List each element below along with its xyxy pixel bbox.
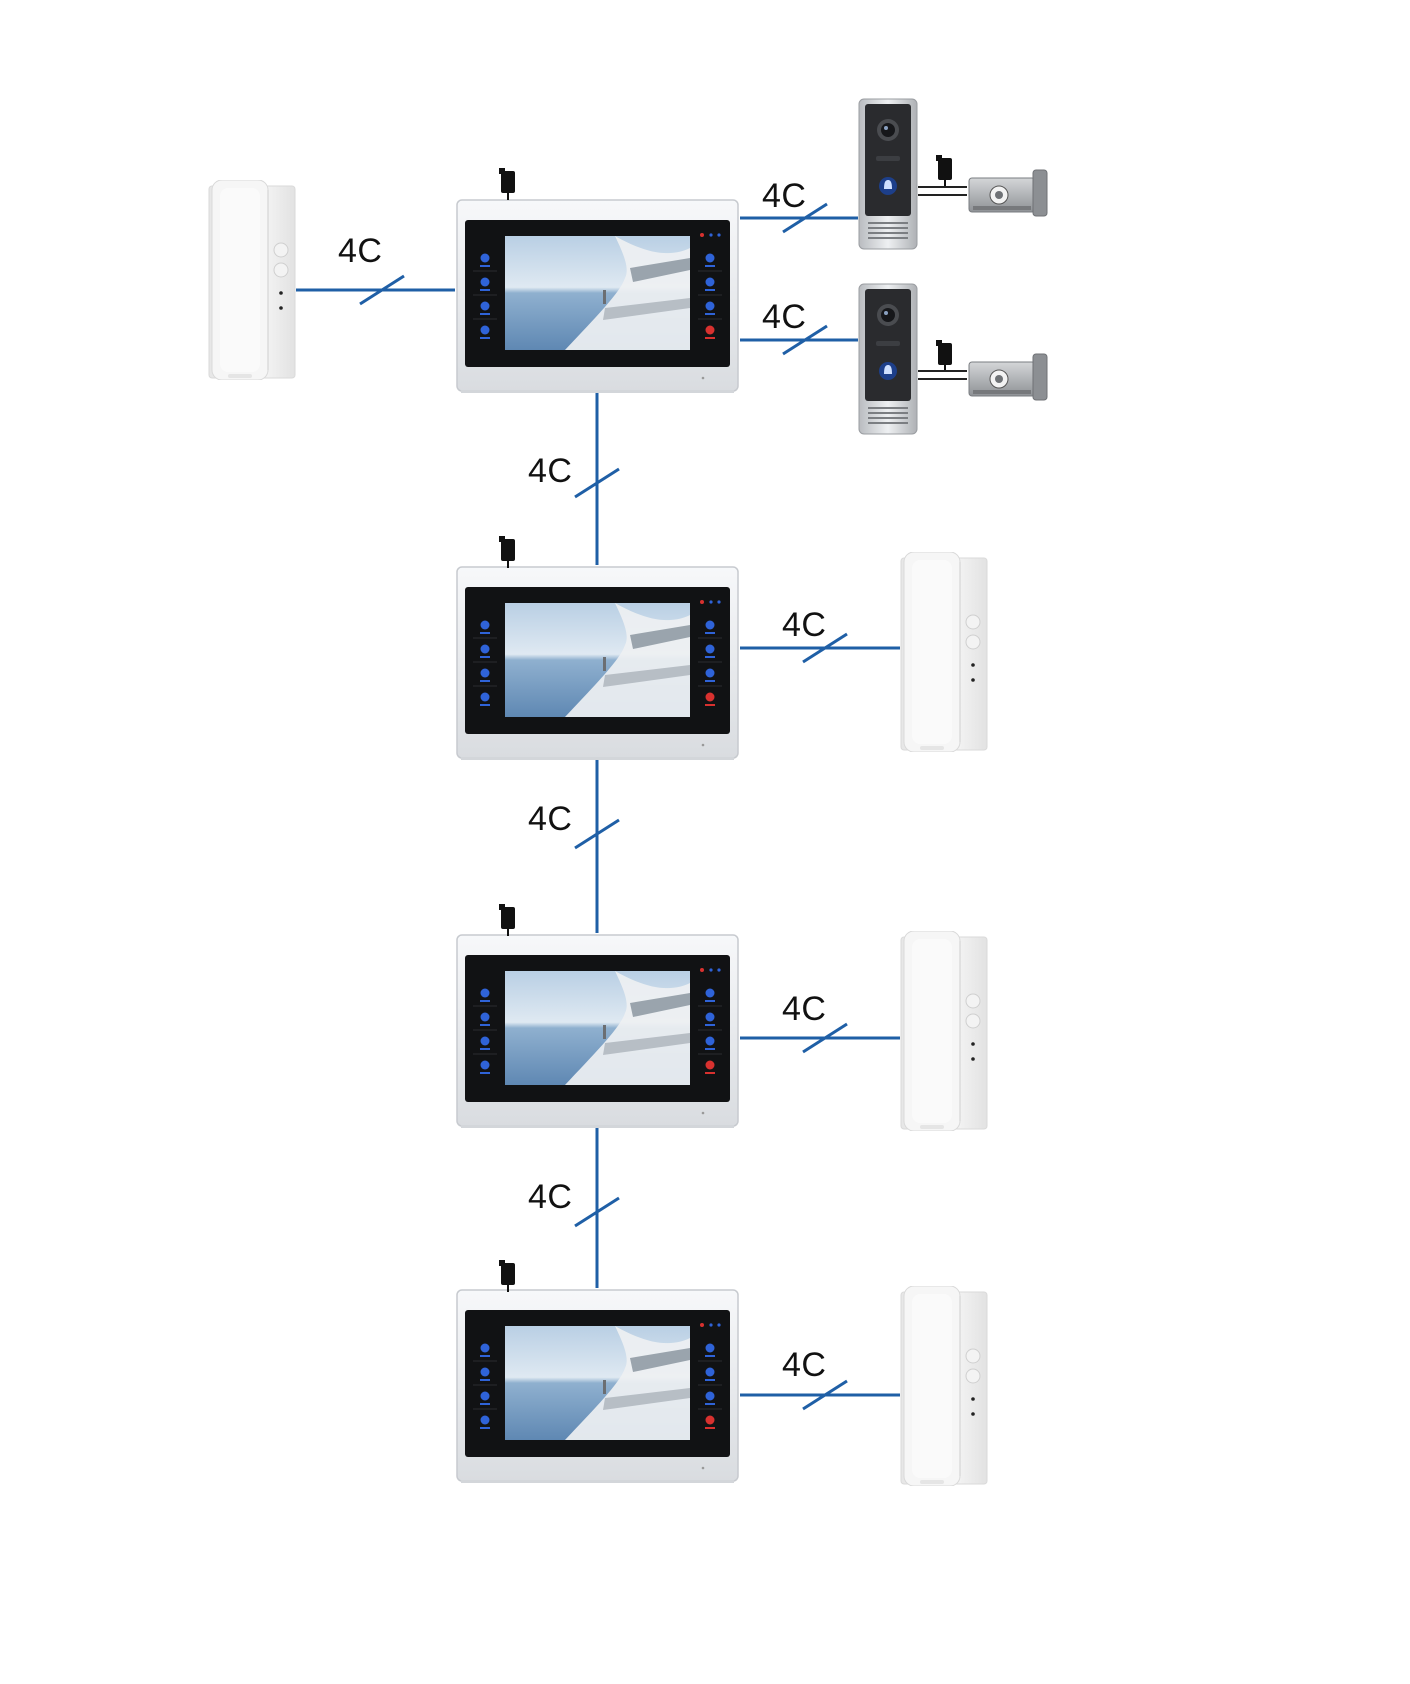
lock-cable	[918, 370, 967, 380]
wire-label: 4C	[528, 452, 573, 490]
electric-lock-icon	[968, 169, 1048, 217]
intercom-handset-icon	[900, 552, 988, 752]
wire-label: 4C	[782, 990, 827, 1028]
wire-tick-1	[359, 274, 405, 306]
wire-label: 4C	[528, 1178, 573, 1216]
wire-label: 4C	[762, 298, 807, 336]
power-adapter-icon	[499, 168, 515, 200]
wire-tick-7	[802, 1022, 848, 1054]
intercom-handset-icon	[208, 180, 296, 380]
wire-tick-5	[802, 632, 848, 664]
video-intercom-monitor-icon	[456, 934, 739, 1128]
wire-tick-8	[574, 1196, 620, 1228]
wire-tick-2	[782, 202, 828, 234]
lock-cable	[918, 186, 967, 196]
wire-label: 4C	[782, 606, 827, 644]
intercom-handset-icon	[900, 1286, 988, 1486]
video-intercom-monitor-icon	[456, 199, 739, 393]
video-intercom-monitor-icon	[456, 566, 739, 760]
electric-lock-icon	[968, 353, 1048, 401]
power-adapter-icon	[499, 536, 515, 568]
wire-label: 4C	[762, 177, 807, 215]
power-adapter-icon	[499, 1260, 515, 1292]
doorbell-camera-icon	[858, 283, 918, 435]
intercom-handset-icon	[900, 931, 988, 1131]
wire-tick-3	[782, 324, 828, 356]
video-intercom-monitor-icon	[456, 1289, 739, 1483]
doorbell-camera-icon	[858, 98, 918, 250]
power-adapter-icon	[936, 155, 952, 187]
power-adapter-icon	[936, 340, 952, 372]
wire-tick-6	[574, 818, 620, 850]
wire-tick-9	[802, 1379, 848, 1411]
wire-layer	[296, 202, 900, 1411]
power-adapter-icon	[499, 904, 515, 936]
wire-label: 4C	[338, 232, 383, 270]
device-layer	[208, 98, 1048, 1486]
wire-label: 4C	[782, 1346, 827, 1384]
wire-label: 4C	[528, 800, 573, 838]
wire-tick-4	[574, 467, 620, 499]
